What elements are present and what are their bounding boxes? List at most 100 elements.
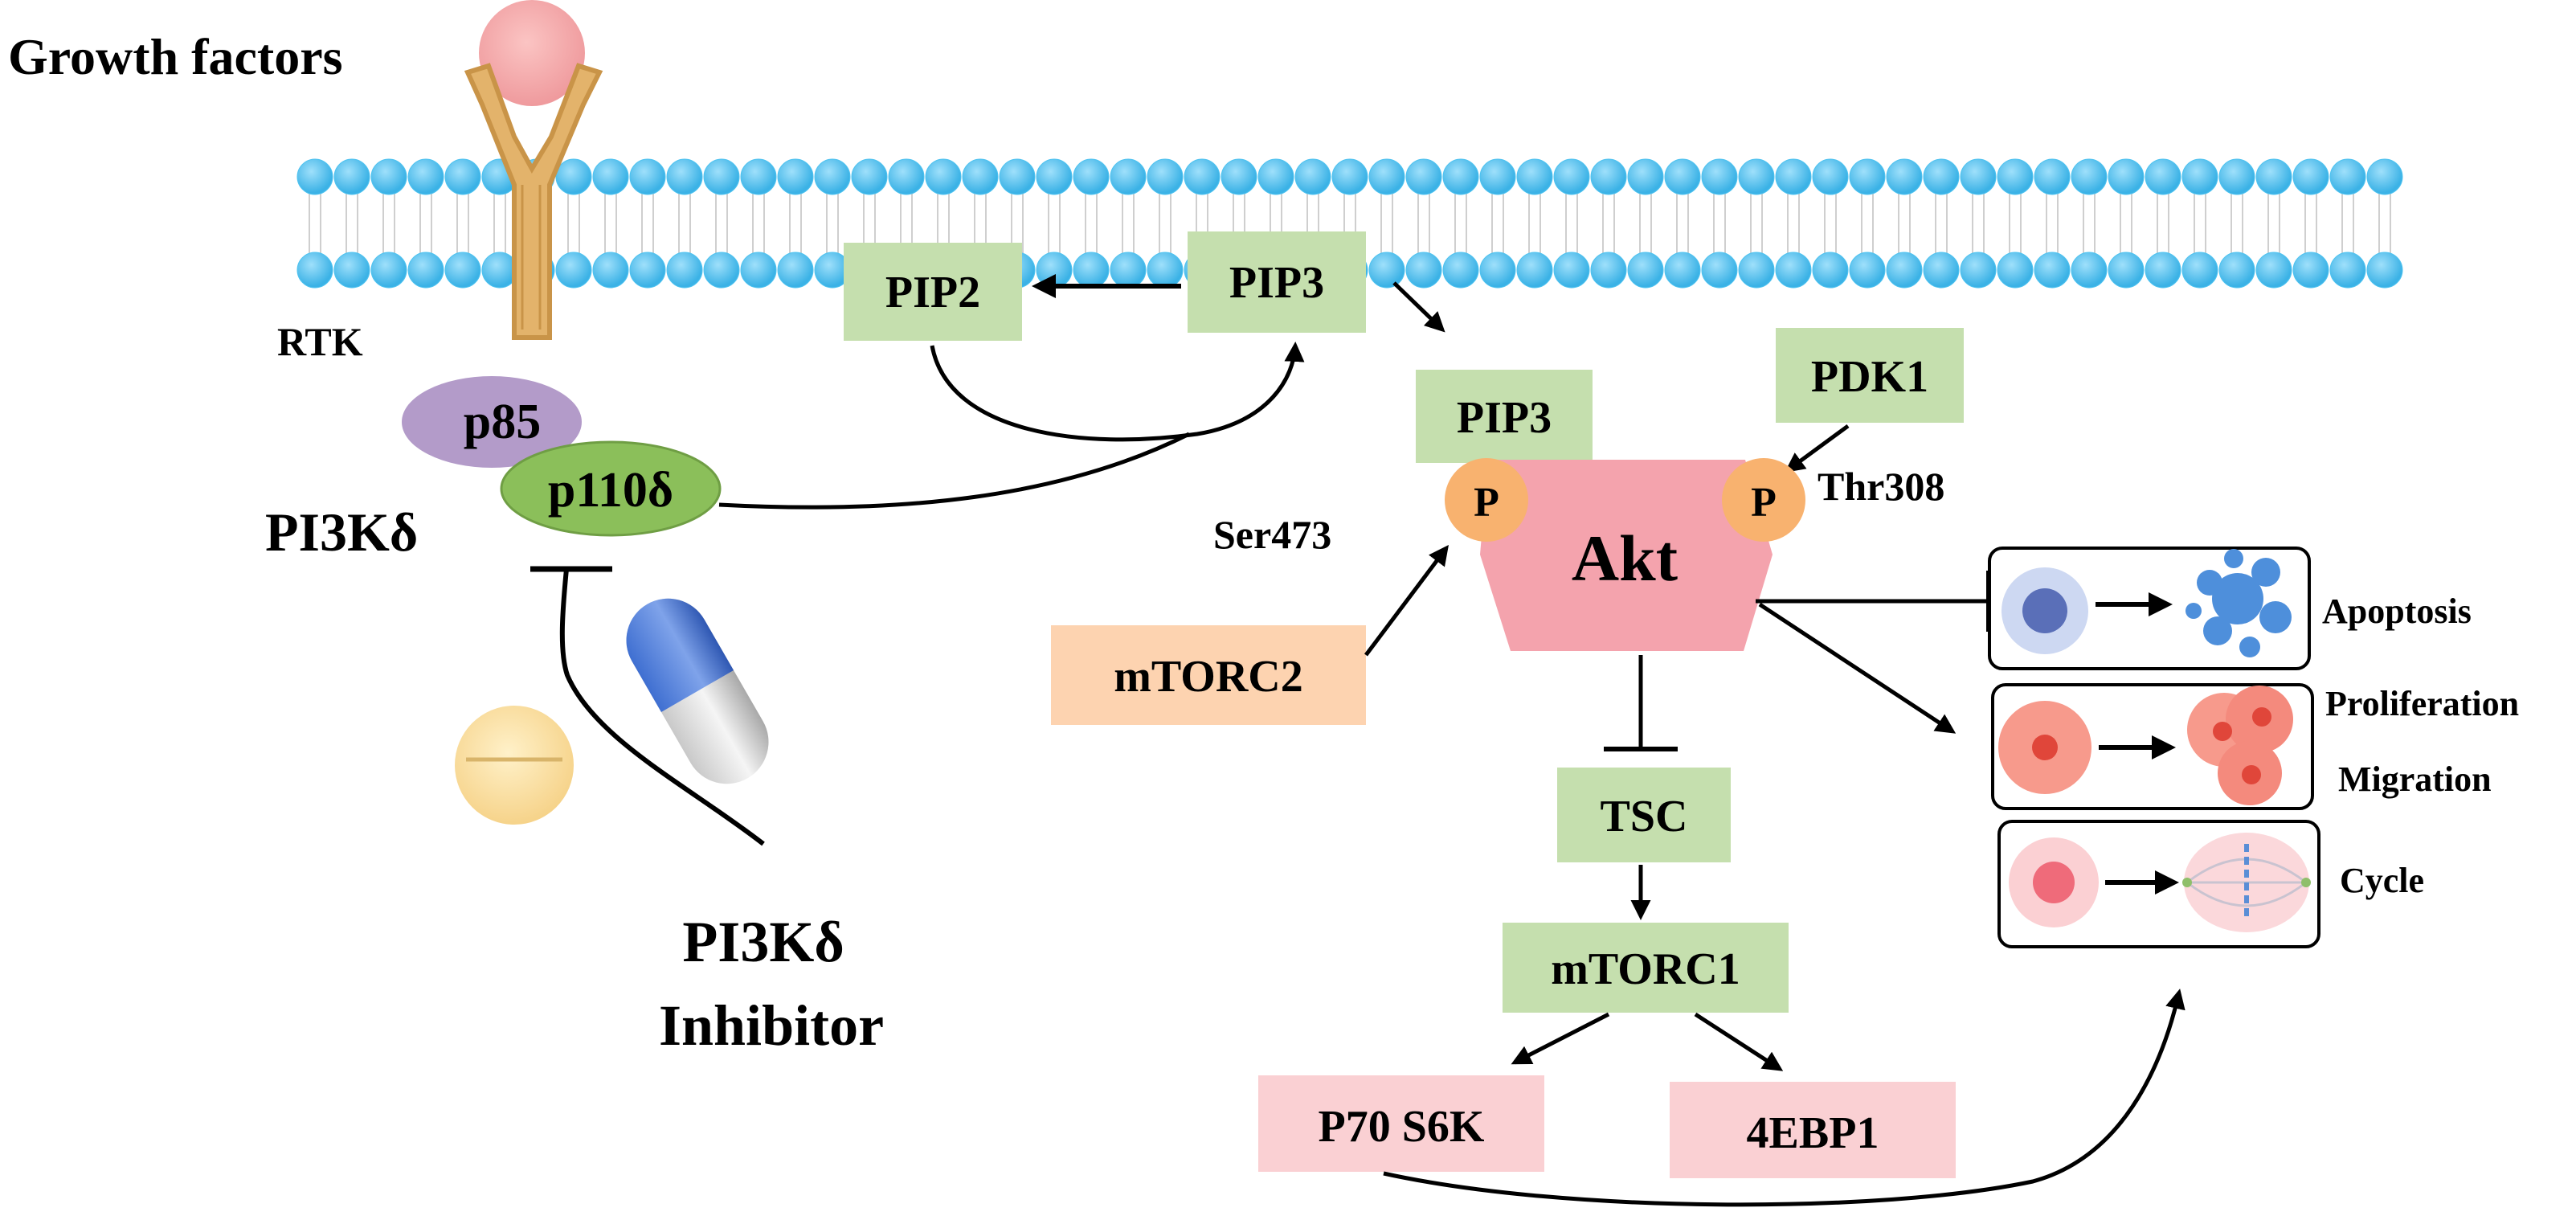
lipid-head: [1294, 158, 1331, 195]
mtorc2-box: mTORC2: [1051, 625, 1366, 725]
lipid-head: [2108, 252, 2145, 289]
lipid-head: [1036, 252, 1073, 289]
phospho-left-label: P: [1474, 480, 1499, 526]
capsule-icon: [626, 598, 769, 784]
lipid-head: [1701, 158, 1738, 195]
lipid-head: [1442, 252, 1479, 289]
lipid-head: [2071, 158, 2108, 195]
lipid-head: [555, 252, 592, 289]
lipid-head: [1184, 158, 1221, 195]
lipid-head: [1738, 158, 1775, 195]
lipid-head: [629, 252, 666, 289]
lipid-head: [1553, 158, 1590, 195]
inhibitor-line: [559, 568, 765, 846]
lipid-head: [2329, 158, 2366, 195]
lipid-head: [1405, 252, 1442, 289]
interphase-cell-icon: [2009, 837, 2099, 927]
tsc-box: TSC: [1557, 768, 1731, 862]
lipid-head: [1479, 252, 1516, 289]
lipid-head: [592, 252, 629, 289]
lipid-head: [666, 252, 703, 289]
lipid-head: [333, 252, 370, 289]
lipid-head: [592, 158, 629, 195]
lipid-head: [777, 252, 814, 289]
inhibitor-label-line1: PI3Kδ: [682, 910, 844, 974]
lipid-head: [1738, 252, 1775, 289]
inhibitor-label-line2: Inhibitor: [659, 993, 884, 1058]
4ebp1-label: 4EBP1: [1747, 1108, 1879, 1158]
lipid-head: [296, 158, 333, 195]
lipid-head: [1147, 158, 1184, 195]
lipid-head: [2292, 252, 2329, 289]
pip3-to-akt-arrow: [1392, 281, 1445, 333]
mtorc2-label: mTORC2: [1114, 652, 1302, 702]
lipid-head: [2181, 158, 2218, 195]
pip3-akt-label: PIP3: [1457, 393, 1552, 443]
lipid-head: [1590, 158, 1627, 195]
lipid-head: [1516, 252, 1553, 289]
lipid-head: [1960, 158, 1997, 195]
pill-tablet-icon: [455, 706, 574, 825]
lipid-head: [962, 158, 999, 195]
ser473-label: Ser473: [1213, 512, 1331, 557]
lipid-head: [2255, 158, 2292, 195]
lipid-head: [2145, 158, 2181, 195]
phospho-ser473-site: P: [1445, 458, 1528, 542]
lipid-head: [777, 158, 814, 195]
apoptosis-label: Apoptosis: [2322, 592, 2472, 631]
lipid-head: [703, 252, 740, 289]
lipid-head: [2292, 158, 2329, 195]
lipid-head: [1849, 252, 1886, 289]
membrane-lipid-tails: [309, 191, 2391, 256]
lipid-head: [407, 158, 444, 195]
effector-to-outcomes-arrow: [1383, 989, 2186, 1207]
lipid-head: [444, 252, 481, 289]
p110-label: p110δ: [548, 463, 673, 518]
lipid-head: [407, 252, 444, 289]
4ebp1-box: 4EBP1: [1670, 1082, 1956, 1178]
mtorc1-to-4ebp1-arrow: [1694, 1012, 1784, 1071]
p110-subunit: p110δ: [500, 440, 722, 537]
cell-cycle-panel: [1997, 820, 2320, 948]
lipid-head: [555, 158, 592, 195]
lipid-head: [2071, 252, 2108, 289]
pi3k-delta-label: PI3Kδ: [265, 502, 418, 563]
dividing-cell-icon: [1998, 701, 2091, 794]
apoptotic-cell-icon: [2186, 549, 2292, 657]
lipid-head: [2034, 252, 2071, 289]
mitotic-spindle-icon: [2182, 833, 2311, 932]
lipid-head: [1590, 252, 1627, 289]
lipid-head: [1073, 158, 1110, 195]
lipid-head: [1997, 252, 2034, 289]
lipid-head: [1553, 252, 1590, 289]
lipid-head: [1664, 252, 1701, 289]
akt-label: Akt: [1572, 522, 1678, 595]
lipid-head: [1110, 252, 1147, 289]
lipid-head: [2218, 158, 2255, 195]
lipid-head: [1849, 158, 1886, 195]
p85-label: p85: [464, 395, 541, 449]
lipid-head: [1923, 158, 1960, 195]
lipid-head: [1331, 158, 1368, 195]
lipid-head: [888, 158, 925, 195]
pip2-label: PIP2: [885, 268, 980, 317]
lipid-head: [2034, 158, 2071, 195]
lipid-head: [1405, 158, 1442, 195]
lipid-head: [444, 158, 481, 195]
lipid-head: [1368, 252, 1405, 289]
lipid-head: [1442, 158, 1479, 195]
lipid-head: [1701, 252, 1738, 289]
lipid-head: [1036, 158, 1073, 195]
lipid-head: [2329, 252, 2366, 289]
growth-factors-label: Growth factors: [8, 28, 343, 85]
lipid-head: [2366, 252, 2403, 289]
migration-label: Migration: [2338, 759, 2492, 799]
lipid-head: [2181, 252, 2218, 289]
lipid-head: [1775, 158, 1812, 195]
lipid-head: [1147, 252, 1184, 289]
pdk1-label: PDK1: [1811, 352, 1928, 402]
lipid-head: [370, 158, 407, 195]
lipid-head: [1257, 158, 1294, 195]
